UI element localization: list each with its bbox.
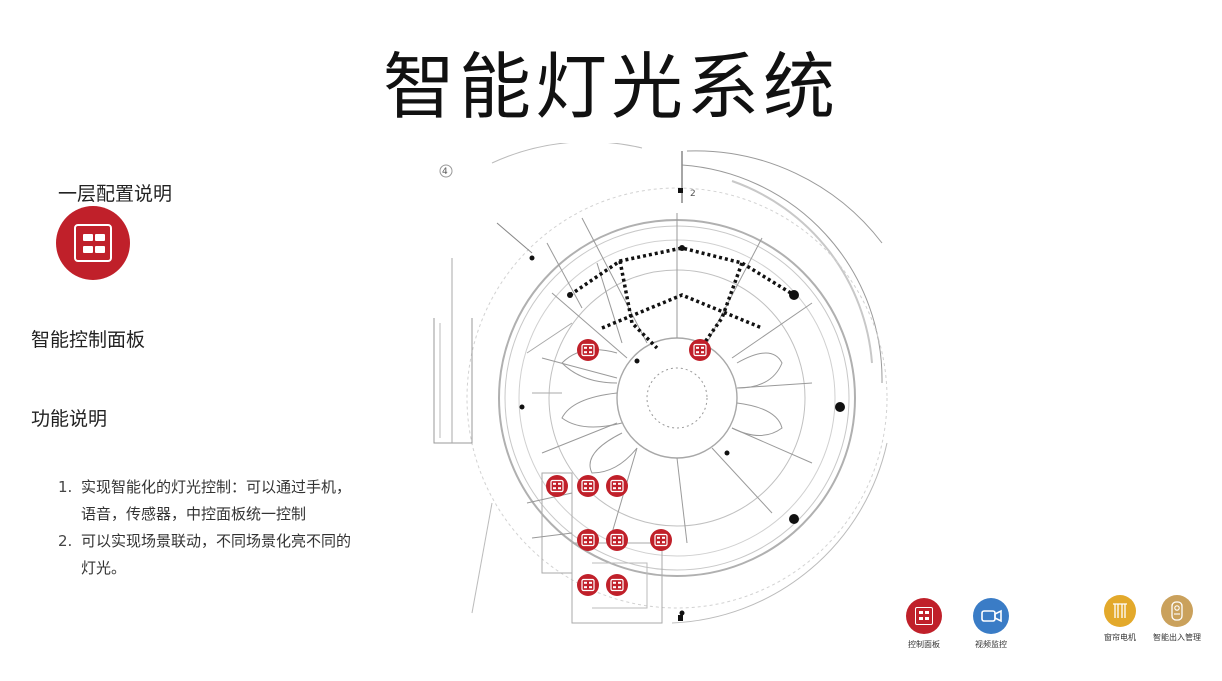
panel-marker bbox=[576, 338, 600, 362]
page-title: 智能灯光系统 bbox=[382, 45, 839, 129]
control-panel-icon bbox=[56, 206, 130, 280]
panel-marker bbox=[605, 573, 629, 597]
floor-plan: 4 2 bbox=[433, 143, 888, 624]
legend-video-surveillance: 视频监控 bbox=[956, 598, 1026, 650]
floor-config-label: 一层配置说明 bbox=[58, 183, 173, 205]
legend-curtain-motor: 窗帘电机 bbox=[1085, 595, 1155, 643]
curtain-icon bbox=[1104, 595, 1136, 627]
panel-marker bbox=[605, 474, 629, 498]
function-section-title: 功能说明 bbox=[31, 408, 108, 430]
list-item: 1. 实现智能化的灯光控制：可以通过手机，语音，传感器，中控面板统一控制 bbox=[58, 478, 352, 523]
panel-marker bbox=[576, 474, 600, 498]
panel-section-title: 智能控制面板 bbox=[31, 329, 146, 351]
panel-marker bbox=[545, 474, 569, 498]
panel-icon bbox=[906, 598, 942, 634]
axis-label: 2 bbox=[690, 189, 696, 199]
panel-marker bbox=[576, 528, 600, 552]
panel-marker bbox=[605, 528, 629, 552]
camera-icon bbox=[973, 598, 1009, 634]
axis-label: 4 bbox=[442, 167, 448, 177]
feature-list: 1. 实现智能化的灯光控制：可以通过手机，语音，传感器，中控面板统一控制 2. … bbox=[58, 474, 358, 582]
list-item: 2. 可以实现场景联动，不同场景化亮不同的灯光。 bbox=[58, 532, 352, 577]
lock-icon bbox=[1161, 595, 1193, 627]
panel-marker bbox=[649, 528, 673, 552]
legend-smart-access: 智能出入管理 bbox=[1142, 595, 1212, 643]
legend-control-panel: 控制面板 bbox=[889, 598, 959, 650]
panel-marker bbox=[576, 573, 600, 597]
panel-marker bbox=[688, 338, 712, 362]
